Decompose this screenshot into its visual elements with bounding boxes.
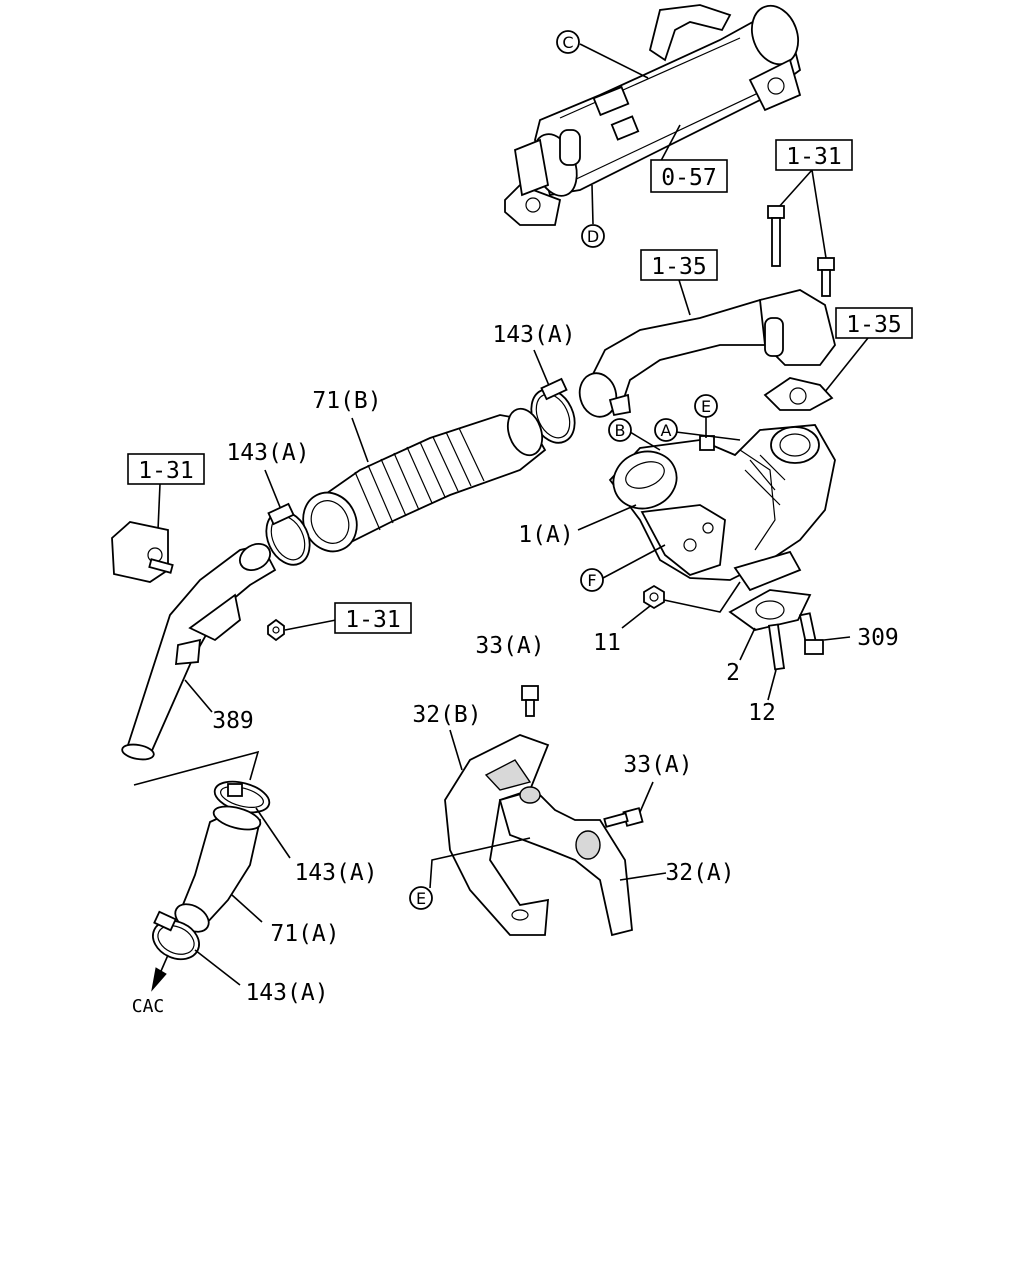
callout-d-circle	[581, 224, 605, 248]
part-32a: 32(A)	[665, 860, 734, 886]
ref-1-31-left: 1-31	[138, 458, 193, 484]
callout-e-bottom: E	[416, 889, 426, 908]
part-2: 2	[726, 660, 740, 686]
part-71b: 71(B)	[312, 388, 381, 414]
clamp-143a-bottom	[152, 910, 200, 961]
stud-12	[767, 623, 786, 671]
label-cac: CAC	[132, 996, 165, 1017]
callout-d: D	[587, 227, 599, 246]
clamp-143a-top	[530, 377, 576, 444]
bolt-33a-right	[603, 807, 644, 828]
ref-1-31-nut: 1-31	[345, 607, 400, 633]
callout-f-turbo: F	[587, 571, 596, 590]
part-143a-mid: 143(A)	[226, 440, 309, 466]
part-32b: 32(B)	[412, 702, 481, 728]
turbocharger	[608, 424, 836, 592]
outlet-gasket	[763, 377, 834, 411]
part-309: 309	[857, 625, 899, 651]
bracket-left	[111, 521, 174, 583]
clamp-143a-low	[213, 780, 271, 814]
callout-b-turbo: B	[615, 421, 626, 440]
part-11: 11	[593, 630, 621, 656]
clamp-143a-mid	[265, 502, 311, 566]
ref-1-31-top: 1-31	[786, 144, 841, 170]
callout-a-turbo: A	[661, 421, 672, 440]
pipe-389	[121, 542, 277, 761]
callout-e-turbo: E	[701, 397, 711, 416]
nut-11	[643, 584, 665, 610]
part-143a-top: 143(A)	[492, 322, 575, 348]
callout-c: C	[562, 33, 573, 52]
cac-arrow	[151, 967, 167, 992]
part-33a-top: 33(A)	[475, 633, 544, 659]
part-71a: 71(A)	[270, 921, 339, 947]
heat-shield-32a	[498, 786, 633, 937]
ref-1-35-gasket: 1-35	[846, 312, 901, 338]
bolt-pair-top	[767, 205, 835, 297]
bolt-33a-top	[521, 685, 539, 717]
part-33a-right: 33(A)	[623, 752, 692, 778]
gasket-2	[728, 589, 812, 631]
part-143a-bottom: 143(A)	[245, 980, 328, 1006]
ref-0-57: 0-57	[661, 165, 716, 191]
part-12: 12	[748, 700, 776, 726]
part-1a: 1(A)	[518, 522, 573, 548]
turbo-outlet-pipe	[578, 289, 836, 418]
bellows-hose-71b	[302, 407, 547, 553]
nut-389	[267, 618, 285, 642]
heat-shield-32b	[444, 734, 550, 936]
egr-cooler	[504, 4, 802, 226]
hose-71a	[174, 805, 262, 933]
bolt-309	[798, 612, 824, 655]
ref-1-35-pipe: 1-35	[651, 254, 706, 280]
callout-c-circle	[556, 30, 580, 54]
part-389: 389	[212, 708, 254, 734]
part-143a-low: 143(A)	[294, 860, 377, 886]
